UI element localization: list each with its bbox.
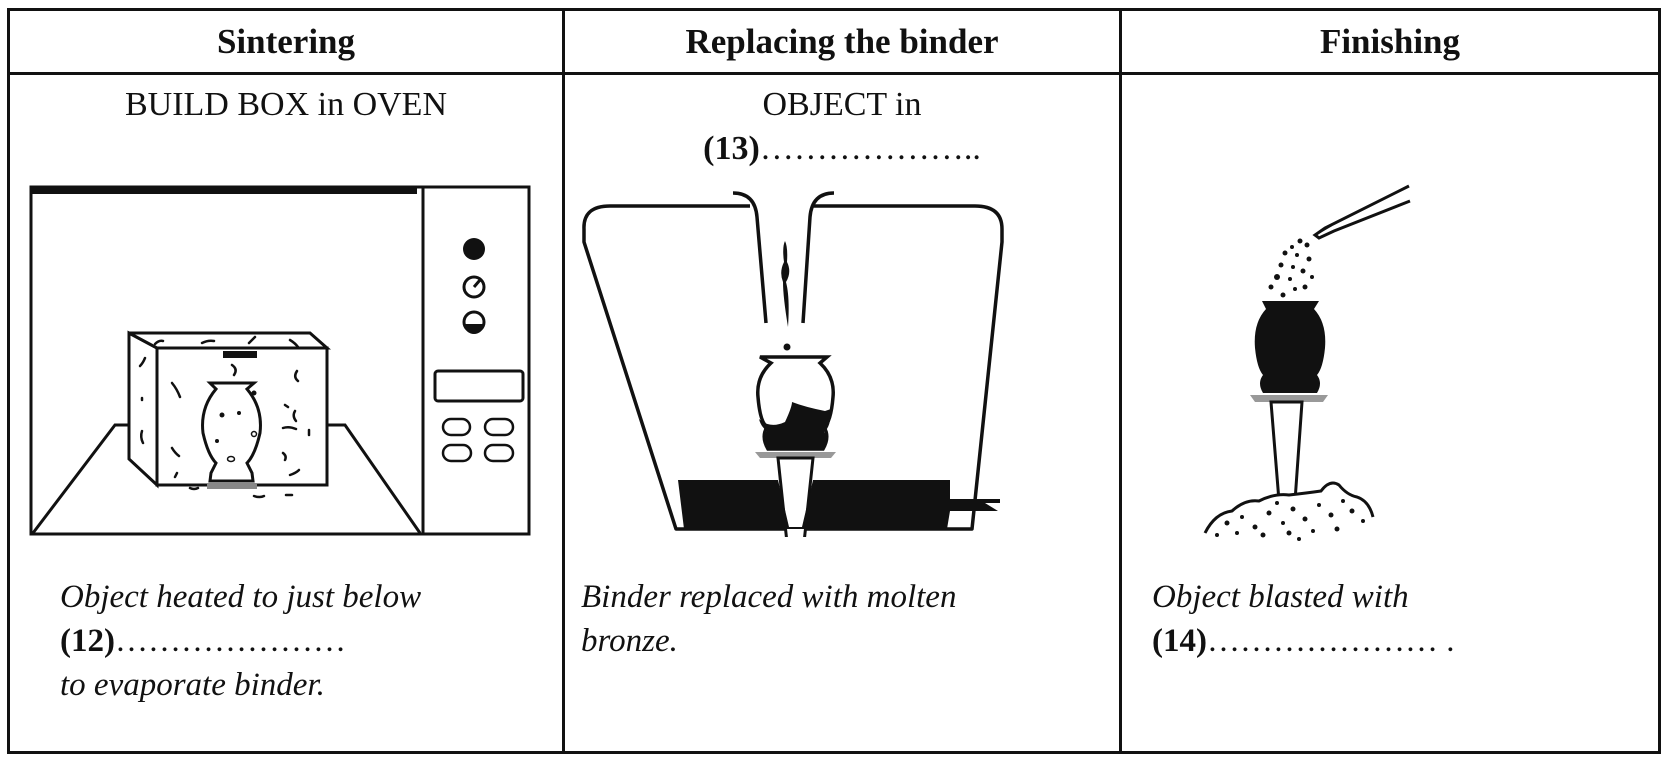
caption-finishing: Object blasted with (14)………………… .: [1152, 575, 1454, 663]
caption-line: Object heated to just below: [60, 579, 422, 615]
vase-base-plate: [1250, 395, 1328, 402]
control-button[interactable]: [483, 443, 515, 463]
blank-number-label: (13): [703, 130, 760, 167]
header-sintering: Sintering: [216, 21, 356, 61]
blank-13[interactable]: (13)………………..: [565, 129, 1119, 169]
blasting-nozzle: [1312, 184, 1411, 240]
answer-blank-dots[interactable]: ………………..: [759, 130, 981, 167]
answer-blank-dots[interactable]: …………………: [114, 623, 346, 659]
bronze-droplet: [783, 343, 791, 351]
control-button[interactable]: [441, 443, 473, 463]
abrasive-particles: [1268, 238, 1314, 298]
blank-14[interactable]: (14)………………… .: [1152, 619, 1454, 663]
column-divider: [1119, 11, 1122, 751]
column-finishing: Object blasted with (14)………………… .: [1122, 75, 1658, 751]
header-row: Sintering Replacing the binder Finishing: [10, 11, 1658, 75]
control-button[interactable]: [483, 417, 515, 437]
blank-number-label: (12): [60, 623, 115, 659]
process-table: Sintering Replacing the binder Finishing…: [7, 8, 1661, 754]
bronze-object: [1254, 301, 1326, 393]
subtitle-build-box-in-oven: BUILD BOX in OVEN: [124, 86, 448, 123]
blank-12[interactable]: (12)…………………: [60, 619, 421, 663]
build-box: [127, 330, 331, 499]
header-finishing: Finishing: [1319, 21, 1461, 61]
caption-line: Binder replaced with molten: [581, 579, 957, 615]
funnel-right: [801, 191, 835, 324]
column-divider: [562, 11, 565, 751]
furnace-with-molten-bronze-icon: [582, 191, 1004, 537]
object-sandblasted-icon: [1203, 184, 1411, 541]
dial-knob-icon[interactable]: [462, 275, 486, 299]
caption-line: Object blasted with: [1152, 579, 1409, 615]
sand-grains: [1215, 499, 1365, 541]
header-replacing-binder: Replacing the binder: [685, 21, 999, 61]
subtitle-object-in: OBJECT in: [762, 86, 922, 123]
sand-mound: [1203, 481, 1375, 534]
nozzle-tip: [1314, 224, 1333, 236]
control-button[interactable]: [441, 417, 472, 437]
funnel-left: [732, 191, 768, 324]
caption-replacing-binder: Binder replaced with molten bronze.: [581, 575, 956, 663]
column-replacing-binder: OBJECT in (13)……………….. Binder replaced w…: [565, 75, 1119, 751]
bronze-fill: [759, 402, 831, 449]
support-pin: [1269, 400, 1304, 503]
vase-base-plate: [207, 483, 257, 489]
blank-number-label: (14): [1152, 623, 1207, 659]
answer-blank-dots[interactable]: ………………… .: [1206, 623, 1455, 659]
molten-bronze-pool: [678, 480, 1000, 529]
caption-sintering: Object heated to just below (12)………………… …: [60, 575, 421, 707]
oven-top-bar: [31, 186, 417, 194]
gauge-fill: [464, 324, 484, 334]
vase-outline: [201, 381, 262, 483]
vase-base-plate: [755, 452, 836, 458]
display-screen: [433, 369, 525, 403]
power-indicator-icon: [463, 238, 485, 260]
support-pin: [776, 456, 815, 537]
caption-line: bronze.: [581, 623, 678, 659]
caption-line: to evaporate binder.: [60, 667, 325, 703]
dial-pointer: [472, 279, 482, 288]
column-sintering: BUILD BOX in OVEN: [10, 75, 562, 751]
molten-bronze-stream: [781, 241, 790, 327]
oven-floor-right: [323, 423, 422, 534]
oven-with-build-box-icon: [29, 185, 531, 536]
